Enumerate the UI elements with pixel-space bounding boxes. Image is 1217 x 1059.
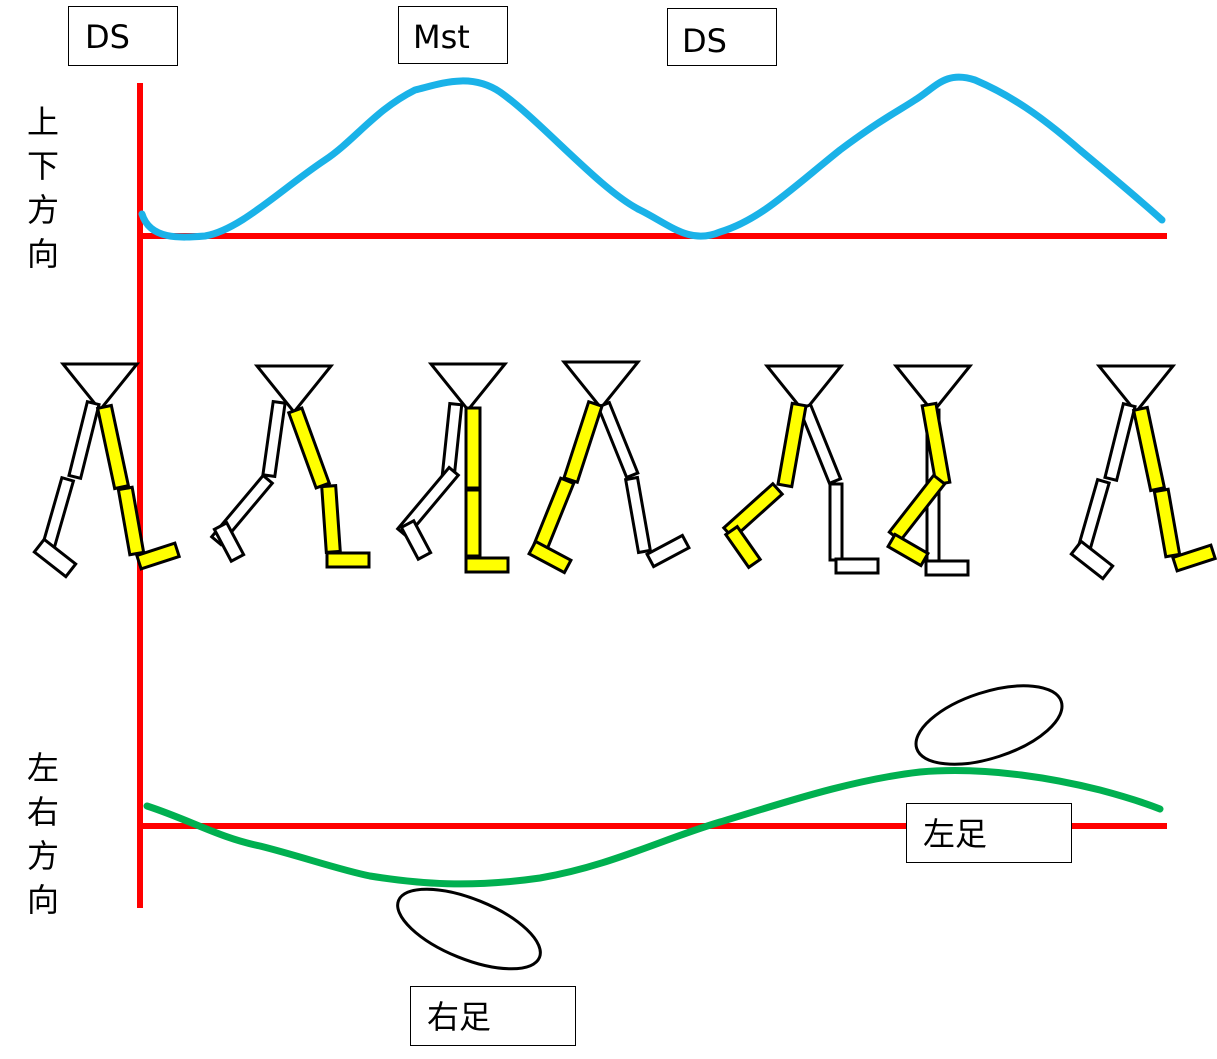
yellow-foot xyxy=(527,539,573,575)
phase-label-mst: Mst xyxy=(398,6,508,64)
vertical-direction-label: 上 下 方 向 xyxy=(26,103,59,273)
phase-label-ds-right: DS xyxy=(667,8,777,66)
pelvis-triangle xyxy=(1095,364,1177,415)
white-shank xyxy=(828,482,844,562)
left-foot-label: 左足 xyxy=(906,803,1072,863)
white-foot xyxy=(924,559,970,577)
yellow-shank xyxy=(1152,487,1182,559)
white-foot xyxy=(1069,539,1115,581)
white-foot xyxy=(32,537,78,579)
left-footprint-ellipse xyxy=(914,684,1064,766)
white-thigh xyxy=(67,399,101,481)
yellow-foot xyxy=(723,524,763,570)
gait-figures xyxy=(32,360,1217,581)
white-shank xyxy=(623,475,653,555)
yellow-foot xyxy=(885,532,931,568)
yellow-foot xyxy=(134,541,182,571)
white-thigh xyxy=(596,400,640,480)
white-thigh xyxy=(261,399,287,479)
pelvis-triangle xyxy=(59,362,141,413)
yellow-thigh xyxy=(95,403,131,491)
pelvis-triangle xyxy=(253,364,335,415)
walking-figure-1 xyxy=(32,362,182,579)
white-thigh xyxy=(1103,401,1137,483)
white-shank xyxy=(395,465,461,539)
axes xyxy=(137,83,1167,908)
vertical-displacement-curve xyxy=(138,73,1166,241)
yellow-foot xyxy=(1170,543,1217,573)
walking-figure-7 xyxy=(1069,364,1217,581)
right-foot-label: 右足 xyxy=(410,986,576,1046)
white-foot xyxy=(645,533,691,569)
yellow-shank xyxy=(116,485,146,557)
phase-label-ds-left: DS xyxy=(68,6,178,66)
right-footprint-ellipse xyxy=(396,887,542,971)
yellow-foot xyxy=(464,556,510,574)
walking-figure-6 xyxy=(885,364,974,577)
yellow-shank xyxy=(464,488,482,558)
walking-figure-5 xyxy=(721,364,880,575)
yellow-foot xyxy=(325,551,371,569)
white-foot xyxy=(834,557,880,575)
pelvis-triangle xyxy=(427,362,509,413)
white-shank xyxy=(1077,477,1111,551)
yellow-thigh xyxy=(1131,405,1167,493)
white-thigh xyxy=(440,401,464,479)
pelvis-triangle xyxy=(763,364,845,415)
white-foot xyxy=(212,520,246,564)
yellow-thigh xyxy=(776,401,808,489)
lateral-direction-label: 左 右 方 向 xyxy=(26,749,59,919)
yellow-shank xyxy=(320,483,342,555)
yellow-thigh xyxy=(562,399,604,485)
pelvis-triangle xyxy=(892,364,974,415)
walking-figure-3 xyxy=(395,362,510,574)
pelvis-triangle xyxy=(560,360,642,411)
walking-figure-4 xyxy=(527,360,691,575)
yellow-thigh xyxy=(286,406,332,490)
white-shank xyxy=(40,475,76,551)
yellow-thigh xyxy=(464,406,482,490)
lateral-displacement-curve xyxy=(143,767,1164,888)
white-foot xyxy=(399,518,433,562)
walking-figure-2 xyxy=(209,364,371,569)
